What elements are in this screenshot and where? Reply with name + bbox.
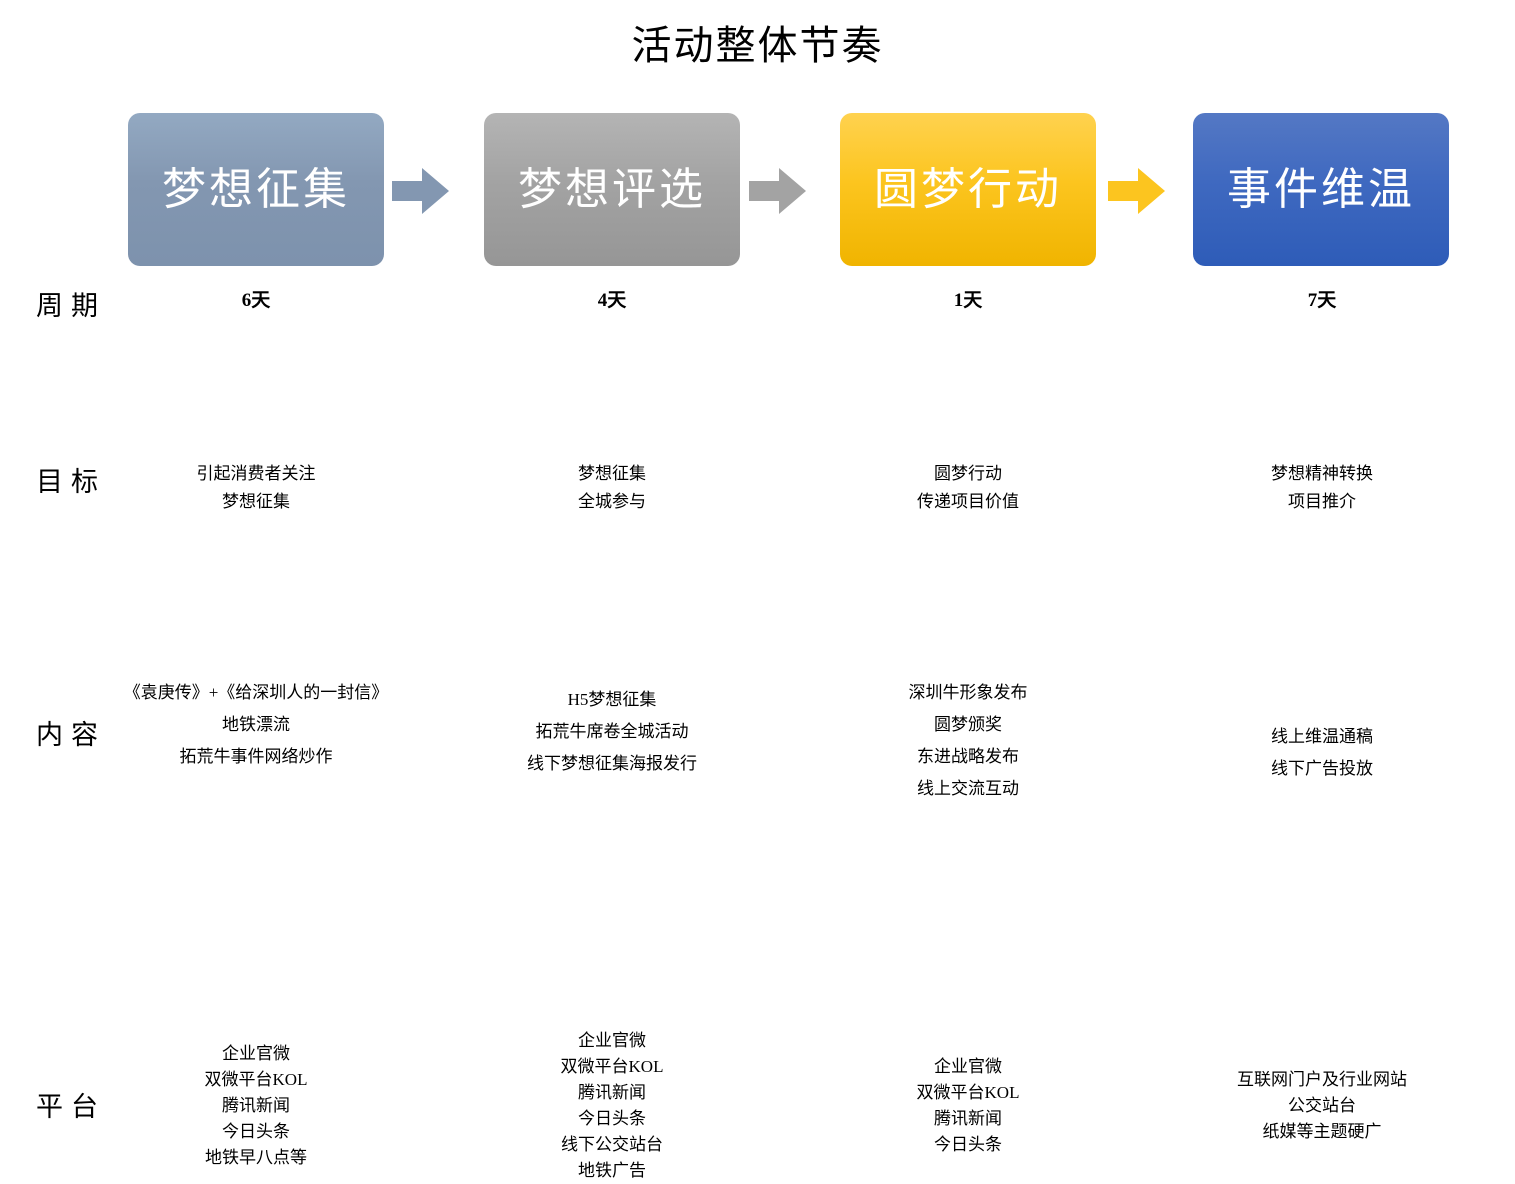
stage-box-dream-fulfillment[interactable]: 圆梦行动 <box>840 113 1096 266</box>
matrix-row-content: 内容 《袁庚传》+《给深圳人的一封信》地铁漂流 拓荒牛事件网络炒作 H5梦想征集… <box>0 466 1515 798</box>
stage-label: 事件维温 <box>1227 164 1415 214</box>
row-label-period: 周期 <box>36 291 106 321</box>
cell-content-stage2: H5梦想征集 拓荒牛席卷全城活动 线下梦想征集海报发行 <box>527 690 697 773</box>
cell-period-stage3: 1天 <box>953 290 983 311</box>
cell-period-stage1: 6天 <box>241 290 271 311</box>
stage-box-dream-collection[interactable]: 梦想征集 <box>128 113 384 266</box>
cell-goal-stage2: 梦想征集 全城参与 <box>578 464 646 511</box>
row-label-goal: 目标 <box>36 467 106 497</box>
matrix-row-platform: 平台 企业官微 双微平台KOL 腾讯新闻 今日头条 地铁早八点等 企业官微 双微… <box>0 661 1515 1180</box>
stage-detail-matrix: 周期 6天 4天 1天 7天 目标 引起消费者关注 梦想征集 梦想征集 全城参与… <box>0 268 1515 1180</box>
stage-flow-row: 梦想征集 梦想评选 圆梦行动 事件维温 <box>0 113 1515 268</box>
stage-label: 圆梦行动 <box>874 164 1062 214</box>
cell-period-stage4: 7天 <box>1307 290 1337 311</box>
stage-label: 梦想评选 <box>518 164 706 214</box>
cell-platform-stage3: 企业官微 双微平台KOL 腾讯新闻 今日头条 <box>916 1057 1020 1154</box>
stage-label: 梦想征集 <box>162 164 350 214</box>
matrix-row-goal: 目标 引起消费者关注 梦想征集 梦想征集 全城参与 圆梦行动 传递项目价值 梦想… <box>0 356 1515 511</box>
row-label-content: 内容 <box>36 720 106 750</box>
cell-goal-stage4: 梦想精神转换 项目推介 <box>1271 464 1373 511</box>
stage-box-event-warmth[interactable]: 事件维温 <box>1193 113 1449 266</box>
matrix-row-period: 周期 6天 4天 1天 7天 <box>0 268 1515 356</box>
right-block-arrow-icon <box>749 166 807 216</box>
cell-platform-stage1: 企业官微 双微平台KOL 腾讯新闻 今日头条 地铁早八点等 <box>204 1044 308 1167</box>
cell-period-stage2: 4天 <box>597 290 627 311</box>
cell-goal-stage1: 引起消费者关注 梦想征集 <box>196 464 316 511</box>
right-block-arrow-icon <box>1108 166 1166 216</box>
cell-content-stage1: 《袁庚传》+《给深圳人的一封信》地铁漂流 拓荒牛事件网络炒作 <box>123 683 389 766</box>
cell-platform-stage4: 互联网门户及行业网站 公交站台 纸媒等主题硬广 <box>1237 1070 1407 1141</box>
cell-content-stage3: 深圳牛形象发布 圆梦颁奖 东进战略发布 线上交流互动 <box>908 683 1028 798</box>
page-title: 活动整体节奏 <box>631 23 884 68</box>
cell-platform-stage2: 企业官微 双微平台KOL 腾讯新闻 今日头条 线下公交站台 地铁广告 <box>560 1031 664 1180</box>
cell-content-stage4: 线上维温通稿 线下广告投放 <box>1271 727 1373 778</box>
right-block-arrow-icon <box>392 166 450 216</box>
cell-goal-stage3: 圆梦行动 传递项目价值 <box>917 464 1019 511</box>
stage-box-dream-selection[interactable]: 梦想评选 <box>484 113 740 266</box>
